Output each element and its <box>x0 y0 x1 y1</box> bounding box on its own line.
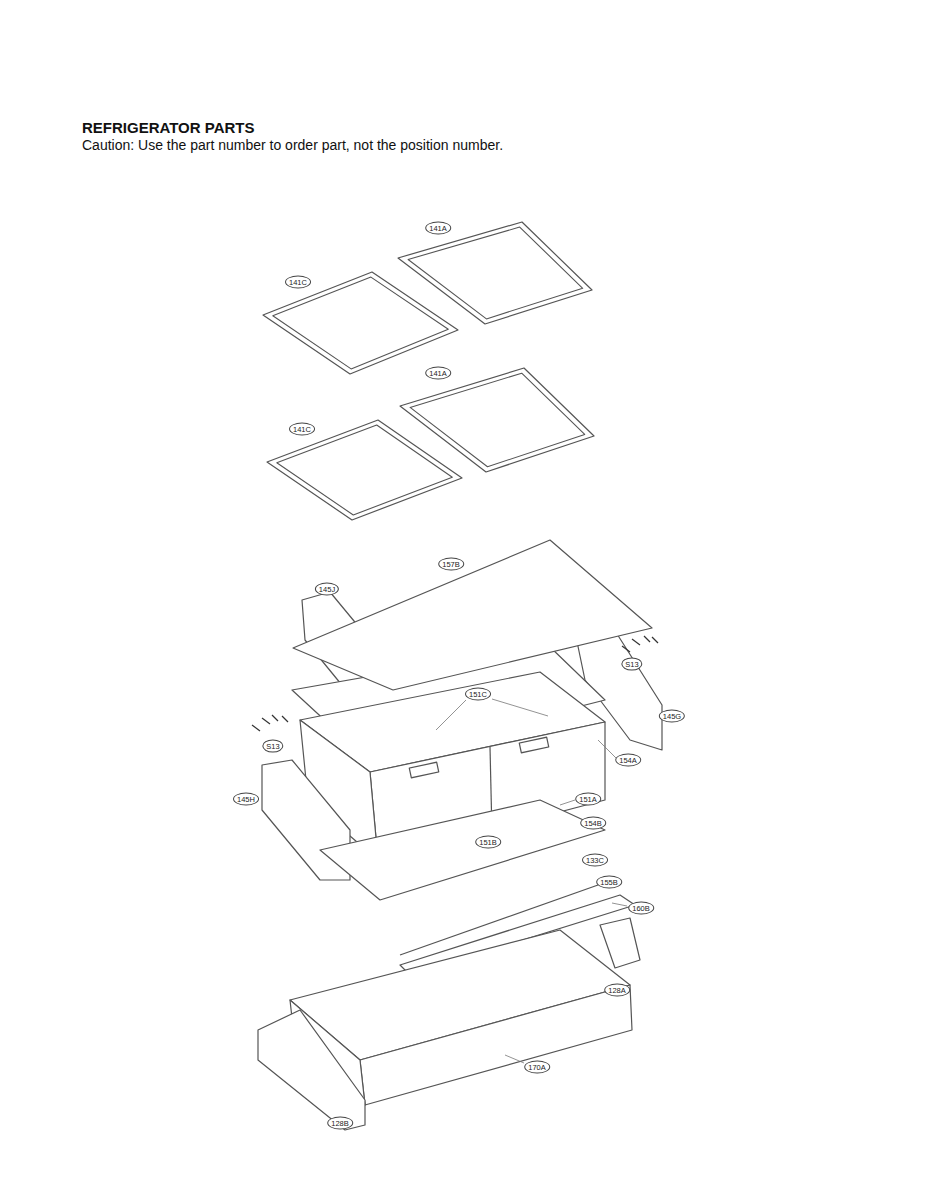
callout-number: 157B <box>438 558 464 571</box>
callout-number: 160B <box>628 902 654 915</box>
leader-line <box>436 699 627 1063</box>
caution-note: Caution: Use the part number to order pa… <box>82 137 503 153</box>
callout-number: 151A <box>575 793 601 806</box>
callout-number: 133C <box>582 854 608 867</box>
callout-number: 141A <box>425 367 451 380</box>
shelf <box>263 222 594 520</box>
callout-number: S13 <box>262 740 283 753</box>
callout-number: 145J <box>315 583 339 596</box>
screw <box>252 636 658 731</box>
callout-number: 151C <box>465 688 491 701</box>
callout-number: 128B <box>327 1117 353 1130</box>
crisper-assembly <box>258 540 662 1130</box>
callout-number: 155B <box>596 876 622 889</box>
callout-number: S13 <box>621 658 642 671</box>
callout-number: 128A <box>604 984 630 997</box>
callout-number: 170A <box>524 1061 550 1074</box>
callout-number: 145H <box>233 793 259 806</box>
page-title: REFRIGERATOR PARTS <box>82 119 255 136</box>
callout-number: 154A <box>615 754 641 767</box>
callout-number: 141A <box>425 222 451 235</box>
callout-number: 145G <box>659 710 685 723</box>
callout-number: 151B <box>475 836 501 849</box>
callout-number: 154B <box>580 817 606 830</box>
callout-number: 141C <box>289 423 315 436</box>
callout-number: 141C <box>285 276 311 289</box>
